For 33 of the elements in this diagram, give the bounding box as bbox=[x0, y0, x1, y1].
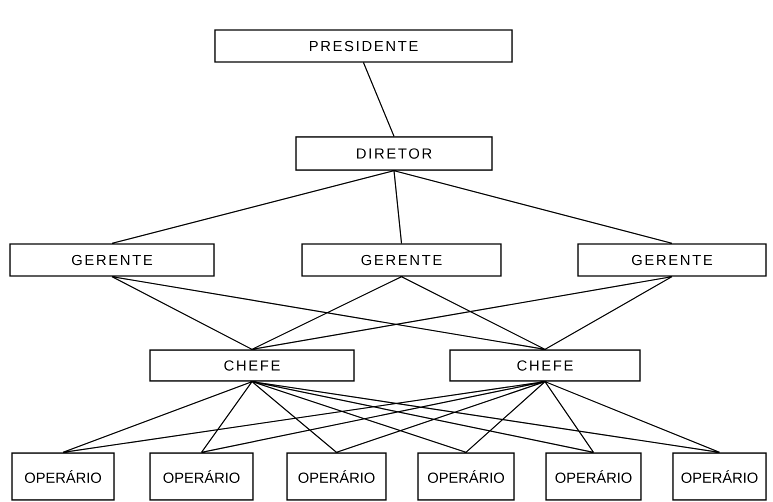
connector-line bbox=[252, 381, 466, 453]
connector-line bbox=[336, 381, 546, 453]
worker-box: OPERÁRIO bbox=[672, 452, 767, 501]
connector-line bbox=[112, 276, 252, 350]
connector-line bbox=[362, 62, 395, 137]
connector-line bbox=[394, 170, 672, 244]
connector-line bbox=[112, 170, 394, 244]
connector-line bbox=[393, 170, 402, 244]
manager-box: GERENTE bbox=[577, 243, 767, 277]
connector-line bbox=[252, 276, 672, 350]
connector-line bbox=[544, 381, 720, 453]
connector-line bbox=[252, 276, 402, 350]
connector-line bbox=[252, 381, 337, 453]
connector-line bbox=[201, 381, 252, 453]
worker-box: OPERÁRIO bbox=[545, 452, 642, 501]
worker-box: OPERÁRIO bbox=[11, 452, 115, 501]
connector-line bbox=[62, 381, 546, 453]
worker-box: OPERÁRIO bbox=[149, 452, 254, 501]
manager-box: GERENTE bbox=[9, 243, 215, 277]
worker-box: OPERÁRIO bbox=[286, 452, 387, 501]
connector-line bbox=[62, 381, 252, 453]
manager-box: GERENTE bbox=[301, 243, 502, 277]
connector-line bbox=[401, 276, 546, 350]
president-box: PRESIDENTE bbox=[214, 29, 513, 63]
connector-line bbox=[544, 276, 672, 350]
connector-line bbox=[252, 381, 720, 453]
connector-line bbox=[466, 381, 546, 453]
connector-line bbox=[112, 276, 546, 350]
chief-box: CHEFE bbox=[449, 349, 641, 382]
chief-box: CHEFE bbox=[149, 349, 355, 382]
worker-box: OPERÁRIO bbox=[417, 452, 515, 501]
connector-line bbox=[544, 381, 594, 453]
director-box: DIRETOR bbox=[295, 136, 493, 171]
